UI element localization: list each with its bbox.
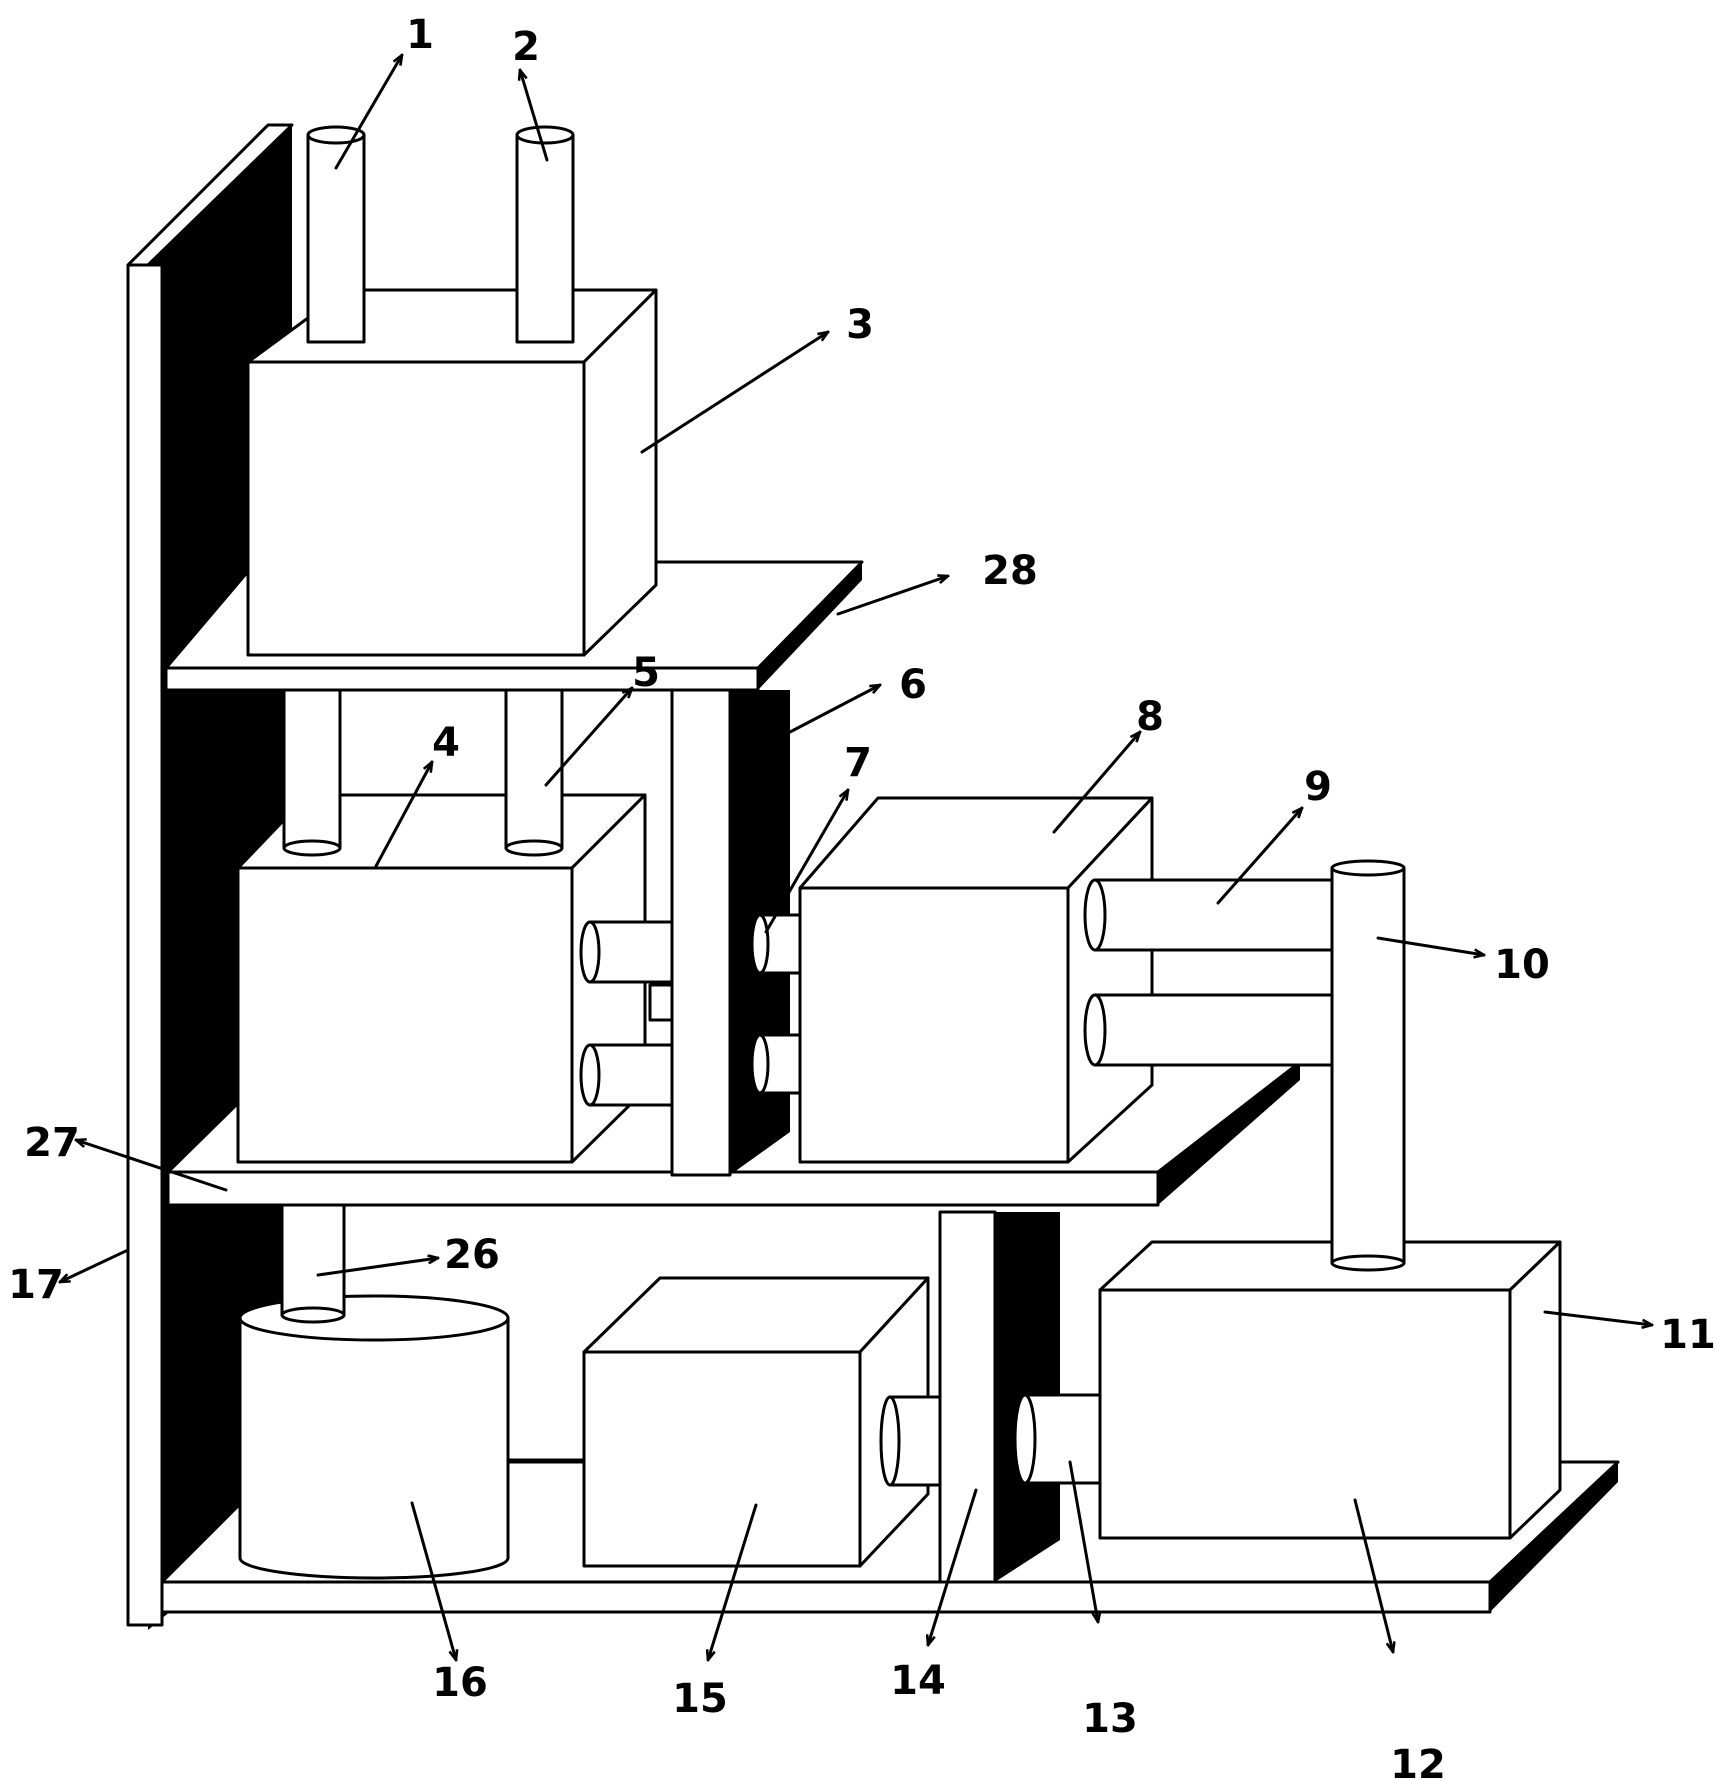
leader-6 — [788, 683, 882, 734]
label-12: 12 — [1390, 1742, 1446, 1779]
label-7: 7 — [844, 740, 872, 786]
number-labels: 1 2 3 28 6 5 4 7 8 9 10 11 12 13 14 15 1… — [8, 12, 1715, 1779]
label-5: 5 — [632, 650, 660, 696]
leader-27 — [74, 1140, 228, 1192]
leader-16 — [410, 1501, 456, 1662]
pipe-10 — [1330, 859, 1406, 1272]
connector-13 — [1013, 1393, 1102, 1485]
leader-arrows — [58, 53, 1654, 1662]
leader-8 — [1052, 730, 1142, 834]
label-9: 9 — [1304, 764, 1332, 810]
label-13: 13 — [1082, 1696, 1138, 1742]
leader-26 — [316, 1258, 440, 1277]
pipe-2 — [515, 125, 575, 344]
label-15: 15 — [672, 1676, 728, 1722]
leader-2 — [520, 68, 549, 162]
leader-10 — [1376, 936, 1486, 955]
label-4: 4 — [432, 720, 460, 766]
leader-28 — [836, 576, 950, 616]
label-16: 16 — [432, 1660, 488, 1706]
cylinder-16 — [238, 1294, 510, 1580]
pipe-5 — [282, 688, 564, 857]
leader-14 — [928, 1488, 978, 1647]
label-10: 10 — [1494, 942, 1550, 988]
label-27: 27 — [24, 1120, 80, 1166]
connector-7 — [750, 913, 802, 1095]
label-2: 2 — [512, 24, 540, 70]
leader-7 — [764, 788, 850, 934]
pipe-1 — [306, 125, 366, 344]
label-17: 17 — [8, 1262, 64, 1308]
label-3: 3 — [846, 302, 874, 348]
leader-13 — [1068, 1460, 1098, 1624]
label-1: 1 — [406, 12, 434, 58]
label-28: 28 — [982, 548, 1038, 594]
box-8 — [798, 796, 1154, 1164]
box-11-12 — [1098, 1240, 1562, 1540]
leader-9 — [1216, 806, 1304, 905]
leader-1 — [334, 53, 404, 170]
box-3 — [246, 288, 658, 657]
leader-12 — [1353, 1498, 1393, 1654]
label-26: 26 — [444, 1232, 500, 1278]
label-6: 6 — [899, 662, 927, 708]
leader-3 — [640, 330, 830, 454]
leader-4 — [373, 760, 434, 870]
leader-15 — [708, 1503, 758, 1662]
leader-11 — [1543, 1310, 1654, 1325]
box-15 — [506, 1276, 942, 1568]
leader-5 — [544, 686, 634, 787]
pipe-26 — [280, 1203, 346, 1324]
label-14: 14 — [890, 1658, 946, 1704]
leader-17 — [58, 1248, 130, 1284]
label-11: 11 — [1660, 1312, 1715, 1358]
label-8: 8 — [1136, 694, 1164, 740]
tube-9 — [1083, 878, 1337, 1067]
